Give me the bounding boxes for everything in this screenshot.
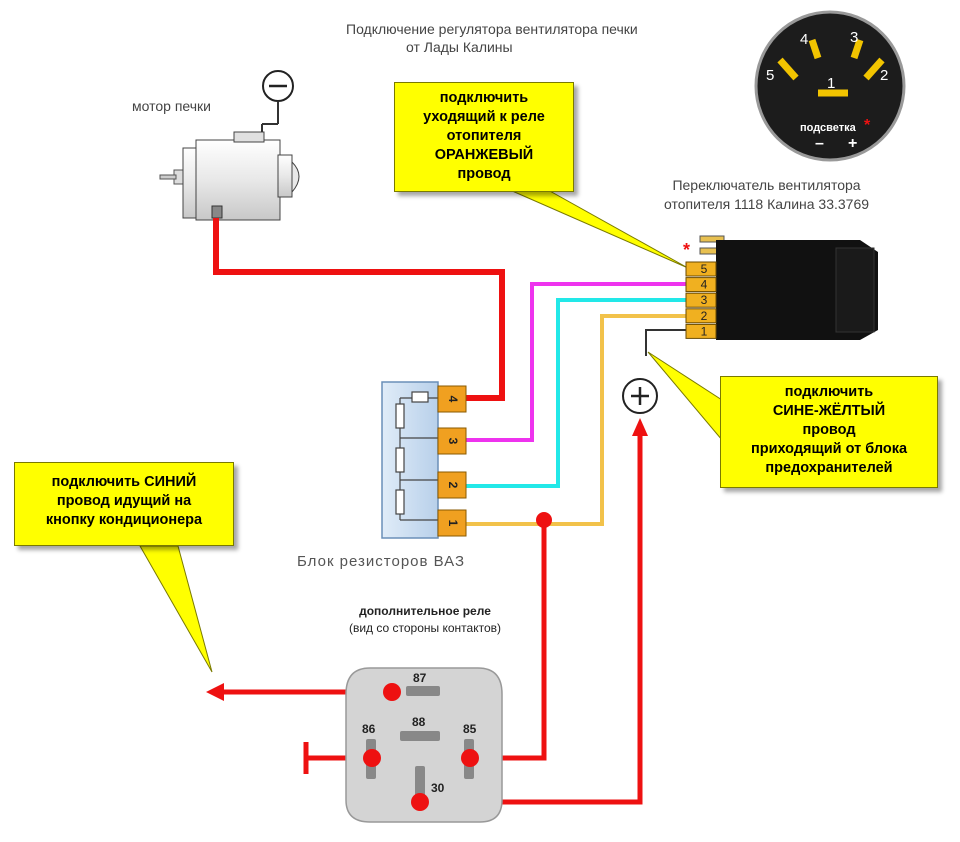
heater-motor <box>159 131 300 221</box>
wire-cyan <box>466 298 686 488</box>
wire-yellow <box>466 314 686 526</box>
switch-label-line-1: Переключатель вентилятора <box>672 177 861 193</box>
resistor-pin-label: 1 <box>446 520 460 527</box>
callout-blue-yellow-line: СИНЕ-ЖЁЛТЫЙ <box>772 403 886 419</box>
dial-asterisk: * <box>864 117 871 134</box>
callout-orange-line: ОРАНЖЕВЫЙ <box>434 147 534 163</box>
relay-pin-88: 88 <box>412 715 426 729</box>
relay-pin-87: 87 <box>413 671 427 685</box>
callout-blue-yellow-line: приходящий от блока <box>750 441 908 457</box>
callout-blue-yellow-wire: подключить СИНЕ-ЖЁЛТЫЙ провод приходящий… <box>720 376 938 488</box>
callout-blue-line: провод идущий на <box>56 493 192 509</box>
relay-subtitle-line: (вид со стороны контактов) <box>348 621 502 635</box>
arrow-up-icon <box>632 418 648 436</box>
fan-switch <box>699 235 878 340</box>
switch-pin-2: 2 <box>685 308 717 324</box>
switch-pin-3: 3 <box>685 292 717 308</box>
resistor-pin-4: 4 <box>437 385 467 413</box>
title-line-1: Подключение регулятора вентилятора печки <box>346 21 638 37</box>
switch-pin-label: 4 <box>701 278 708 292</box>
switch-label-line-2: отопителя 1118 Калина 33.3769 <box>664 196 870 212</box>
motor-label: мотор печки <box>132 98 211 114</box>
callout-orange-pointer <box>509 189 689 269</box>
callout-blue-wire: подключить СИНИЙ провод идущий на кнопку… <box>14 462 234 546</box>
callout-blue-yellow-pointer <box>647 351 723 442</box>
arrow-left-icon <box>206 683 224 701</box>
callout-blue-line: кнопку кондиционера <box>45 512 203 528</box>
relay-pin-85: 85 <box>463 722 477 736</box>
ground-minus-icon <box>262 70 294 102</box>
dial-number-1: 1 <box>827 75 835 92</box>
callout-orange-line: подключить <box>439 90 529 106</box>
switch-pin-5: 5 <box>685 261 717 277</box>
callout-blue-yellow-line: провод <box>802 422 856 438</box>
callout-orange-line: уходящий к реле <box>423 109 545 125</box>
callout-orange-wire: подключить уходящий к реле отопителя ОРА… <box>394 82 574 192</box>
callout-blue-line: подключить СИНИЙ <box>51 474 197 490</box>
callout-orange-line: провод <box>457 166 511 182</box>
switch-asterisk: * <box>683 240 690 260</box>
resistor-block <box>381 381 439 539</box>
switch-label: Переключатель вентилятора отопителя 1118… <box>664 176 869 214</box>
callout-blue-yellow-line: подключить <box>784 384 874 400</box>
dial-number-3: 3 <box>850 29 858 46</box>
switch-pin-1: 1 <box>685 323 717 339</box>
wire-black-ground <box>645 329 690 356</box>
callout-blue-pointer <box>139 545 213 673</box>
resistor-pin-2: 2 <box>437 471 467 499</box>
relay-contact-dots <box>363 683 479 811</box>
resistor-block-label: Блок резисторов ВАЗ <box>297 553 466 570</box>
dial-plus: + <box>848 135 857 152</box>
relay-pin-30: 30 <box>431 781 445 795</box>
relay-title-line: дополнительное реле <box>359 604 491 618</box>
ground-wire <box>261 102 279 132</box>
power-plus-icon <box>622 378 658 414</box>
resistor-pin-3: 3 <box>437 427 467 455</box>
switch-pin-label: 3 <box>701 293 708 307</box>
relay-title: дополнительное реле (вид со стороны конт… <box>320 603 530 637</box>
title-line-2: от Лады Калины <box>406 39 513 55</box>
switch-pin-label: 1 <box>701 324 708 338</box>
resistor-pin-label: 3 <box>446 438 460 445</box>
wire-magenta <box>466 282 686 442</box>
dial-backlight-label: подсветка <box>800 122 857 134</box>
relay-pin-86: 86 <box>362 722 376 736</box>
extra-relay <box>345 667 503 823</box>
callout-blue-yellow-line: предохранителей <box>765 460 893 476</box>
resistor-pin-1: 1 <box>437 509 467 537</box>
fan-speed-dial <box>754 10 906 162</box>
wire-red-motor <box>213 218 505 401</box>
callout-orange-line: отопителя <box>446 128 522 144</box>
switch-pin-label: 5 <box>701 262 708 276</box>
switch-pin-4: 4 <box>685 277 717 293</box>
dial-number-4: 4 <box>800 31 808 48</box>
junction-dot <box>536 512 552 528</box>
dial-number-2: 2 <box>880 67 888 84</box>
resistor-pin-label: 2 <box>446 482 460 489</box>
switch-pin-label: 2 <box>701 309 708 323</box>
dial-number-5: 5 <box>766 67 774 84</box>
page-title: Подключение регулятора вентилятора печки… <box>346 20 638 56</box>
dial-minus: – <box>815 135 824 152</box>
resistor-pin-label: 4 <box>446 396 460 403</box>
